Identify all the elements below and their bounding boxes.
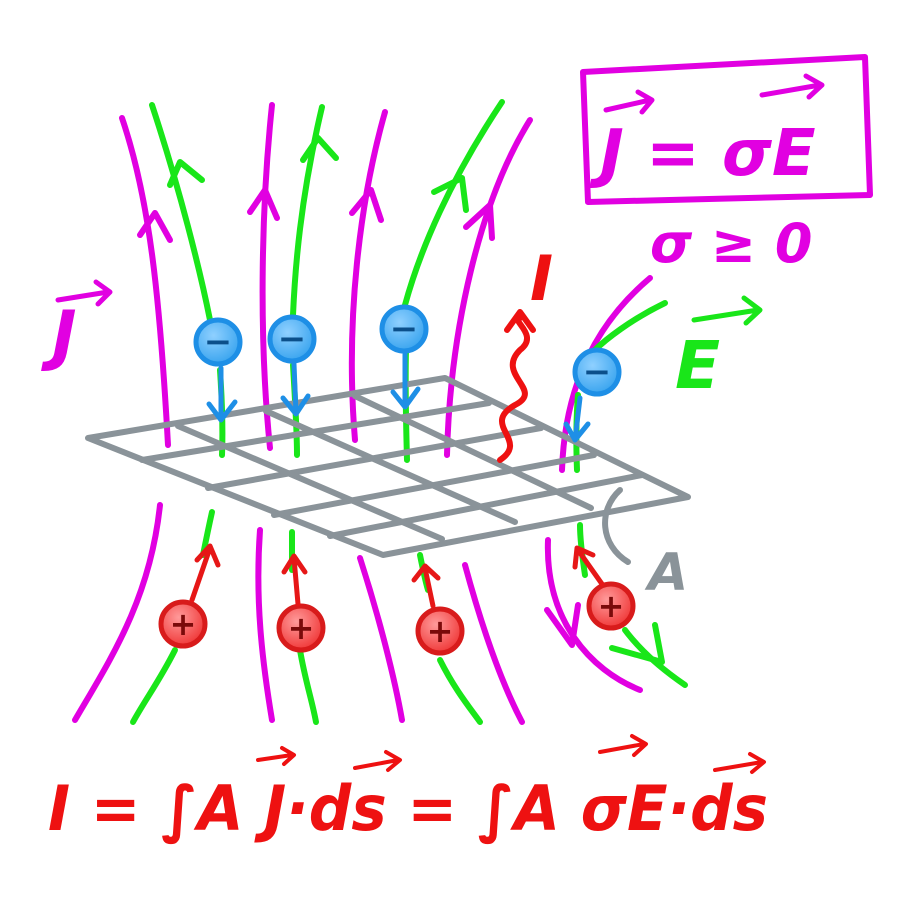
e-arrowheads-top <box>167 135 469 213</box>
down-arrow <box>563 395 591 443</box>
positive-charge-sign: + <box>288 609 315 647</box>
negative-charge: − <box>379 304 429 354</box>
positive-charge: + <box>586 581 636 631</box>
e-line <box>402 99 505 308</box>
positive-charge: + <box>158 599 208 649</box>
vector-arrow-icon <box>759 73 825 100</box>
surface-grid <box>85 375 691 558</box>
j-arrowhead-bottom <box>544 602 581 648</box>
negative-charge-sign: − <box>278 319 307 359</box>
j-arrowhead <box>137 210 173 243</box>
up-arrow <box>411 563 441 609</box>
ohm-law-frame <box>580 54 873 205</box>
j-field-lines-bottom <box>72 502 643 725</box>
j-line <box>444 117 533 458</box>
integral-equation: I = ∫A J·ds = ∫A σE·ds <box>48 772 768 845</box>
positive-charge-sign: + <box>598 587 625 625</box>
vector-arrow-icon <box>598 734 648 757</box>
j-arrowheads-top <box>137 187 495 243</box>
down-arrow <box>206 365 238 423</box>
vector-arrow-icon <box>55 279 113 307</box>
j-field-letter: J <box>41 297 77 374</box>
negative-charge: − <box>193 317 243 367</box>
surface-grid-line <box>175 423 445 542</box>
e-arrowhead <box>300 135 339 163</box>
negative-charge-sign: − <box>583 352 612 392</box>
e-line <box>592 300 668 353</box>
surface-grid-line <box>263 408 518 525</box>
vector-arrow-icon <box>713 752 766 774</box>
j-arrowhead <box>247 187 280 221</box>
e-arrowhead <box>609 622 665 665</box>
area-bracket <box>602 487 631 565</box>
j-line <box>72 502 163 723</box>
negative-charge-motion-arrows <box>206 351 591 443</box>
e-arrowhead <box>167 159 205 188</box>
j-line <box>255 527 275 723</box>
e-line <box>130 647 178 725</box>
j-line <box>259 102 275 451</box>
positive-charge-sign: + <box>427 612 454 650</box>
e-arrowhead-bottom <box>609 622 665 665</box>
down-arrow <box>390 351 421 410</box>
vector-arrow-icon <box>353 750 402 772</box>
up-arrow <box>189 543 221 603</box>
ohm-law-equation: J = σE <box>589 117 816 191</box>
surface-grid-line <box>352 393 594 511</box>
e-field-letter: E <box>675 327 720 404</box>
positive-charge-motion-arrows <box>189 543 605 609</box>
j-line <box>357 555 405 723</box>
positive-charge: + <box>276 603 326 653</box>
j-arrowhead <box>544 602 581 648</box>
e-line <box>149 102 213 323</box>
j-line <box>119 115 171 448</box>
e-line <box>437 657 483 725</box>
integral-equation-group: I = ∫A J·ds = ∫A σE·ds <box>48 734 768 845</box>
j-line <box>462 562 525 725</box>
current-squiggle <box>497 309 536 463</box>
vector-arrow-icon <box>603 89 655 115</box>
e-field-label: E <box>675 295 763 404</box>
j-field-label: J <box>41 279 113 374</box>
ohm-law-box: J = σE <box>580 54 873 205</box>
positive-charges: + + + + <box>158 581 636 656</box>
negative-charge-sign: − <box>390 309 419 349</box>
down-arrow <box>280 361 311 417</box>
current-label: I <box>530 242 553 315</box>
j-arrowhead <box>349 187 384 223</box>
negative-charge: − <box>267 314 317 364</box>
negative-charge: − <box>572 347 622 397</box>
negative-charges: − − − − <box>193 304 622 397</box>
up-arrow <box>572 545 605 587</box>
vector-arrow-icon <box>691 295 763 326</box>
positive-charge: + <box>415 606 465 656</box>
up-arrow <box>281 553 308 607</box>
surface-grid-line <box>327 472 645 539</box>
j-arrowhead <box>463 202 495 241</box>
positive-charge-sign: + <box>170 605 197 643</box>
area-label: A <box>644 543 688 603</box>
conductivity-condition: σ ≥ 0 <box>650 212 812 275</box>
e-line <box>297 647 319 725</box>
e-arrowhead <box>431 175 469 213</box>
negative-charge-sign: − <box>204 322 233 362</box>
vector-arrow-icon <box>256 746 296 766</box>
